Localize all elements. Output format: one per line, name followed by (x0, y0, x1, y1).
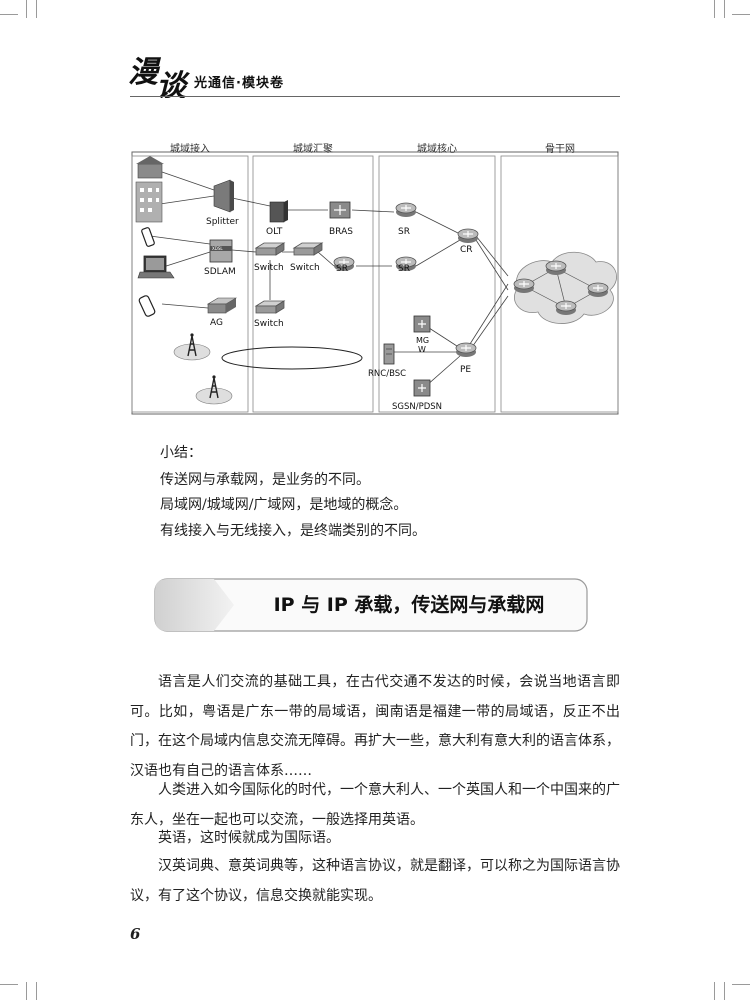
column-title-core: 城域核心 (417, 142, 457, 155)
brand-logo: 漫 谈 (128, 55, 190, 98)
label-bras: BRAS (329, 227, 353, 237)
label-switch-3: Switch (254, 319, 284, 329)
column-title-backbone: 骨干网 (545, 143, 575, 155)
crop-mark (36, 0, 37, 18)
building-icon (136, 156, 164, 179)
body-paragraph: 汉英词典、意英词典等，这种语言协议，就是翻译，可以称之为国际语言协议，有了这个协… (130, 858, 620, 904)
switch-icon (255, 242, 285, 256)
label-mgw-2: W (418, 345, 426, 354)
label-dslam: SDLAM (204, 267, 236, 277)
summary-line: 传送网与承载网，是业务的不同。 (160, 472, 370, 488)
crop-mark (732, 14, 750, 15)
summary-line: 有线接入与无线接入，是终端类别的不同。 (160, 523, 426, 539)
switch-icon (293, 242, 323, 256)
router-icon (457, 228, 479, 244)
dslam-icon (209, 239, 233, 263)
column-access (131, 155, 249, 413)
crop-mark (0, 984, 18, 985)
dslam-badge: XDSL (212, 246, 223, 251)
radio-cloud-icon (173, 332, 211, 361)
label-splitter: Splitter (206, 217, 239, 227)
crop-mark (26, 0, 27, 18)
column-core (378, 155, 496, 413)
label-pe: PE (460, 365, 471, 375)
label-rnc-bsc: RNC/BSC (368, 369, 406, 379)
rnc-server-icon (383, 343, 395, 365)
crop-mark (732, 984, 750, 985)
switch-icon (255, 300, 285, 314)
bras-icon (329, 201, 351, 219)
label-switch-1: Switch (254, 263, 284, 273)
label-sr-core-2: SR (398, 264, 410, 274)
radio-cloud-icon (195, 374, 233, 405)
wireless-ring (221, 346, 363, 370)
body-paragraph: 人类进入如今国际化的时代，一个意大利人、一个英国人和一个中国来的广东人，坐在一起… (130, 782, 620, 828)
label-sr-aggregation: SR (336, 264, 348, 274)
router-icon (455, 342, 477, 358)
body-paragraph: 语言是人们交流的基础工具，在古代交通不发达的时候，会说当地语言即可。比如，粤语是… (130, 674, 620, 779)
column-title-access: 城域接入 (170, 142, 210, 155)
crop-mark (724, 982, 725, 1000)
office-tower-icon (135, 181, 163, 223)
header-rule (130, 96, 620, 97)
section-banner (154, 578, 588, 632)
label-olt: OLT (266, 227, 283, 237)
sgsn-icon (413, 379, 431, 397)
label-cr: CR (460, 245, 473, 255)
backbone-cloud (513, 251, 617, 324)
mgw-icon (413, 315, 431, 333)
section-title: IP 与 IP 承载，传送网与承载网 (273, 594, 545, 616)
laptop-icon (137, 255, 175, 279)
label-sgsn-pdsn: SGSN/PDSN (392, 402, 442, 412)
column-title-aggregation: 城域汇聚 (293, 142, 333, 155)
network-diagram: 城域接入 城域汇聚 城域核心 骨干网 (131, 142, 619, 415)
label-mgw-1: MG (416, 336, 429, 345)
olt-icon (269, 200, 288, 223)
router-icon (395, 202, 417, 218)
splitter-icon (213, 179, 234, 213)
summary-title: 小结： (160, 445, 202, 461)
brand-char-2: 谈 (156, 69, 190, 98)
phone-icon (141, 227, 155, 247)
page-number: 6 (130, 925, 141, 943)
link-lines (149, 171, 509, 387)
series-title: 光通信·模块卷 (194, 76, 284, 91)
summary-line: 局域网/城域网/广域网，是地域的概念。 (160, 497, 408, 513)
mobile-phone-icon (138, 295, 156, 317)
brand-char-1: 漫 (128, 55, 162, 90)
column-backbone (500, 155, 619, 413)
label-switch-2: Switch (290, 263, 320, 273)
ag-icon (206, 297, 238, 314)
label-sr-core-1: SR (398, 227, 410, 237)
crop-mark (714, 982, 715, 1000)
crop-mark (26, 982, 27, 1000)
label-ag: AG (210, 318, 223, 328)
column-aggregation (252, 155, 374, 413)
crop-mark (714, 0, 715, 18)
crop-mark (36, 982, 37, 1000)
body-paragraph: 英语，这时候就成为国际语。 (158, 830, 340, 846)
crop-mark (0, 14, 18, 15)
crop-mark (724, 0, 725, 18)
